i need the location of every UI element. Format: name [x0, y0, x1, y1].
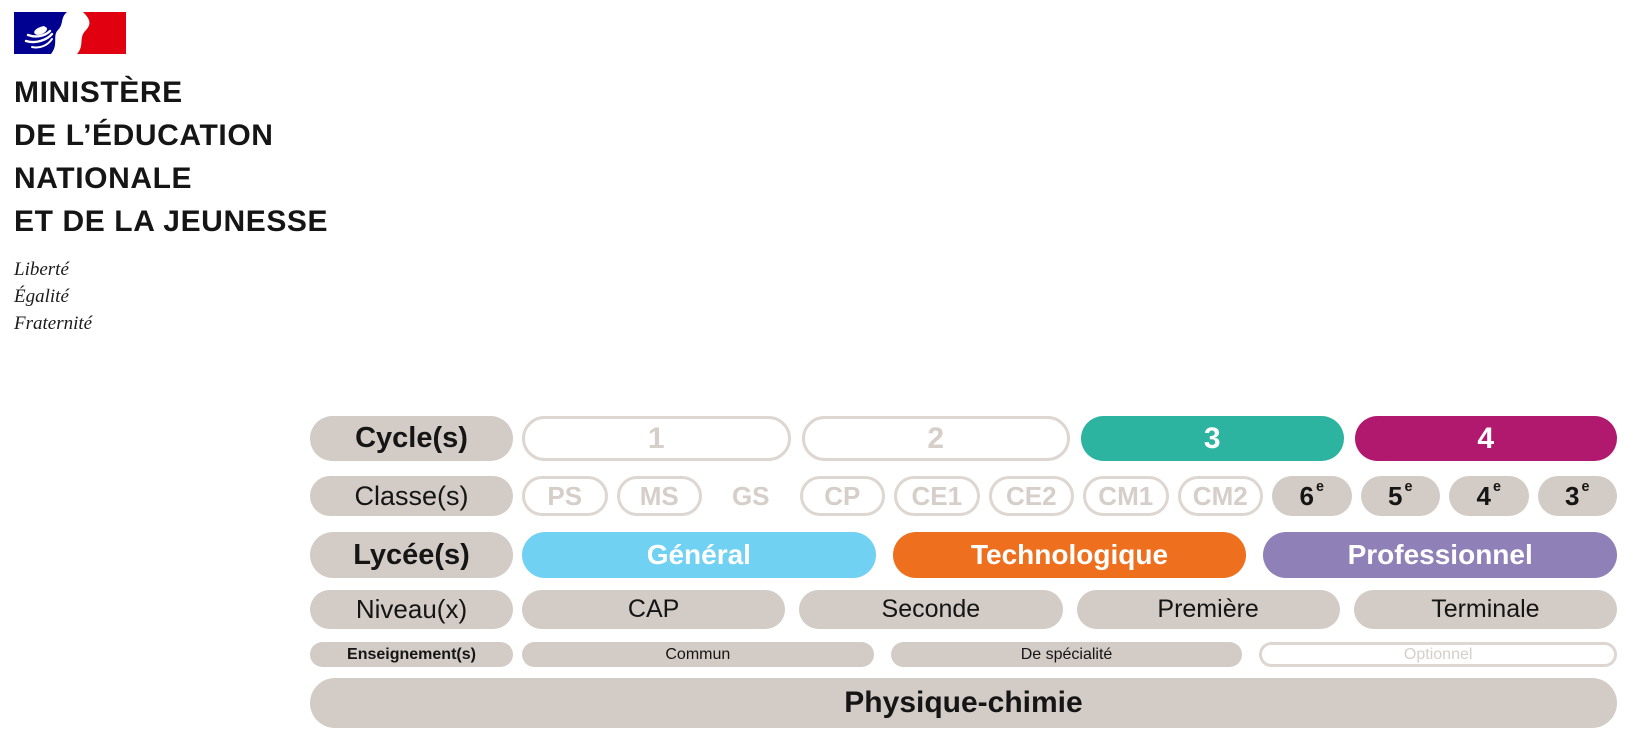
row-cycles: Cycle(s) 1 2 3 4: [310, 416, 1617, 461]
motto-line: Égalité: [14, 286, 69, 307]
niveau-pill-premiere: Première: [1076, 590, 1340, 629]
niveau-pill-seconde: Seconde: [799, 590, 1063, 629]
subject-pill: Physique-chimie: [310, 678, 1617, 728]
classe-number: 3: [1565, 480, 1580, 511]
ministry-title-line: NATIONALE: [14, 162, 193, 195]
cycle-pill-4: 4: [1354, 416, 1617, 461]
classe-superscript: e: [1316, 478, 1324, 495]
motto-line: Liberté: [14, 259, 69, 280]
lycee-pill-professionnel: Professionnel: [1263, 532, 1618, 578]
cycle-pill-2: 2: [801, 416, 1070, 461]
ministry-title-line: MINISTÈRE: [14, 76, 183, 109]
ministry-letterhead: MINISTÈRE DE L’ÉDUCATION NATIONALE ET DE…: [14, 12, 328, 337]
enseignement-pill-commun: Commun: [522, 642, 874, 667]
classe-pill-cp: CP: [799, 476, 885, 516]
niveau-pill-terminale: Terminale: [1353, 590, 1617, 629]
classe-pill-ms: MS: [616, 476, 702, 516]
classe-pill-ce1: CE1: [894, 476, 980, 516]
classe-superscript: e: [1493, 478, 1501, 495]
classe-pill-cm2: CM2: [1177, 476, 1263, 516]
ministry-title-line: DE L’ÉDUCATION: [14, 119, 274, 152]
lycee-pill-general: Général: [522, 532, 876, 578]
row-enseignements: Enseignement(s) Commun De spécialité Opt…: [310, 642, 1618, 667]
enseignement-pill-specialite: De spécialité: [890, 642, 1243, 667]
row-subject: Physique-chimie: [310, 678, 1617, 728]
classes-row-label: Classe(s): [310, 476, 513, 516]
lycees-cells: Général Technologique Professionnel: [522, 532, 1618, 578]
classe-pill-gs: GS: [731, 480, 770, 511]
classe-superscript: e: [1404, 478, 1413, 495]
ministry-title: MINISTÈRE DE L’ÉDUCATION NATIONALE ET DE…: [14, 71, 328, 243]
niveaux-row-label: Niveau(x): [310, 590, 513, 629]
classe-pill-ps: PS: [522, 476, 608, 516]
classe-pill-ce2: CE2: [988, 476, 1074, 516]
niveaux-cells: CAP Seconde Première Terminale: [522, 590, 1617, 629]
classe-number: 6: [1299, 480, 1314, 511]
classe-number: 5: [1388, 480, 1403, 511]
classe-pill-cm1: CM1: [1083, 476, 1169, 516]
row-niveaux: Niveau(x) CAP Seconde Première Terminale: [310, 590, 1617, 629]
enseignements-row-label: Enseignement(s): [310, 642, 513, 667]
cycle-pill-1: 1: [522, 416, 791, 461]
niveau-pill-cap: CAP: [522, 590, 786, 629]
lycee-pill-technologique: Technologique: [892, 532, 1247, 578]
enseignements-cells: Commun De spécialité Optionnel: [522, 642, 1618, 667]
ministry-title-line: ET DE LA JEUNESSE: [14, 205, 329, 238]
classe-number: 4: [1476, 480, 1491, 511]
cycle-pill-3: 3: [1081, 416, 1344, 461]
lycees-row-label: Lycée(s): [310, 532, 513, 578]
row-lycees: Lycée(s) Général Technologique Professio…: [310, 532, 1618, 578]
classe-superscript: e: [1581, 478, 1590, 495]
curriculum-matrix: Cycle(s) 1 2 3 4 Classe(s) PS MS GS CP C…: [310, 416, 1618, 728]
cycles-cells: 1 2 3 4: [522, 416, 1617, 461]
enseignement-pill-optionnel: Optionnel: [1259, 642, 1618, 667]
motto-line: Fraternité: [14, 313, 93, 334]
republic-motto: Liberté Égalité Fraternité: [14, 256, 328, 337]
cycles-row-label: Cycle(s): [310, 416, 513, 461]
marianne-french-flag-icon: [14, 12, 126, 54]
